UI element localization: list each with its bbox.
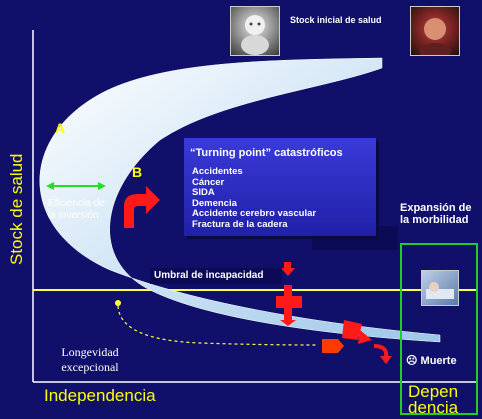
turning-point-title: “Turning point” catastróficos bbox=[190, 147, 343, 159]
baby-photo bbox=[230, 6, 280, 56]
expansion-box bbox=[400, 243, 478, 415]
label-shadow-bar bbox=[312, 236, 398, 250]
efficiency-arrow-left-head bbox=[46, 182, 54, 190]
longevidad-start-dot bbox=[115, 300, 121, 306]
eficiencia-label: Eficiencia de la inversión bbox=[48, 198, 105, 221]
x-axis-left-label: Independencia bbox=[44, 386, 156, 405]
b-red-arrow bbox=[124, 186, 160, 228]
x-axis-right-label-line2: dencia bbox=[408, 398, 459, 417]
x-axis-right-label: Depen dencia bbox=[408, 382, 459, 417]
turning-point-item: Accidentes bbox=[192, 166, 243, 177]
muerte-text: Muerte bbox=[420, 355, 457, 367]
elderly-photo bbox=[410, 6, 460, 59]
umbral-label: Umbral de incapacidad bbox=[150, 268, 282, 284]
red-arrow-1-head bbox=[281, 268, 295, 276]
muerte-label: ☹ Muerte bbox=[406, 354, 457, 367]
red-arrow-3-head bbox=[358, 330, 372, 344]
x-axis-right-label-line1: Depen bbox=[408, 382, 459, 401]
frown-face-icon: ☹ bbox=[406, 355, 418, 367]
turning-point-item: Demencia bbox=[192, 197, 237, 209]
turning-point-item: SIDA bbox=[192, 187, 215, 198]
red-arrow-2-cross bbox=[276, 296, 302, 308]
y-axis-label: Stock de salud bbox=[7, 153, 26, 265]
turning-point-item: Fractura de la cadera bbox=[192, 218, 288, 230]
turning-point-item: Cáncer bbox=[192, 176, 225, 188]
turning-point-item: Accidente cerebro vascular bbox=[192, 208, 317, 219]
turning-point-box bbox=[184, 138, 376, 236]
expansion-morbilidad-label: Expansión de la morbilidad bbox=[400, 202, 472, 226]
red-arrow-5-head bbox=[380, 356, 392, 364]
health-stock-curve bbox=[39, 57, 441, 343]
longevidad-label: Longevidad excepcional bbox=[61, 345, 119, 374]
region-b-label: B bbox=[132, 164, 143, 180]
turning-point-list: Accidentes Cáncer SIDA Demencia Accident… bbox=[192, 166, 317, 230]
patient-photo bbox=[421, 270, 459, 306]
region-a-label: A bbox=[55, 120, 66, 136]
efficiency-arrow-right-head bbox=[98, 182, 106, 190]
red-arrow-3 bbox=[342, 320, 362, 340]
stock-inicial-label: Stock inicial de salud bbox=[290, 15, 382, 25]
red-arrow-2-head bbox=[280, 320, 296, 326]
red-arrow-4 bbox=[322, 339, 344, 353]
longevidad-path bbox=[117, 305, 319, 346]
red-arrow-1 bbox=[284, 262, 291, 270]
